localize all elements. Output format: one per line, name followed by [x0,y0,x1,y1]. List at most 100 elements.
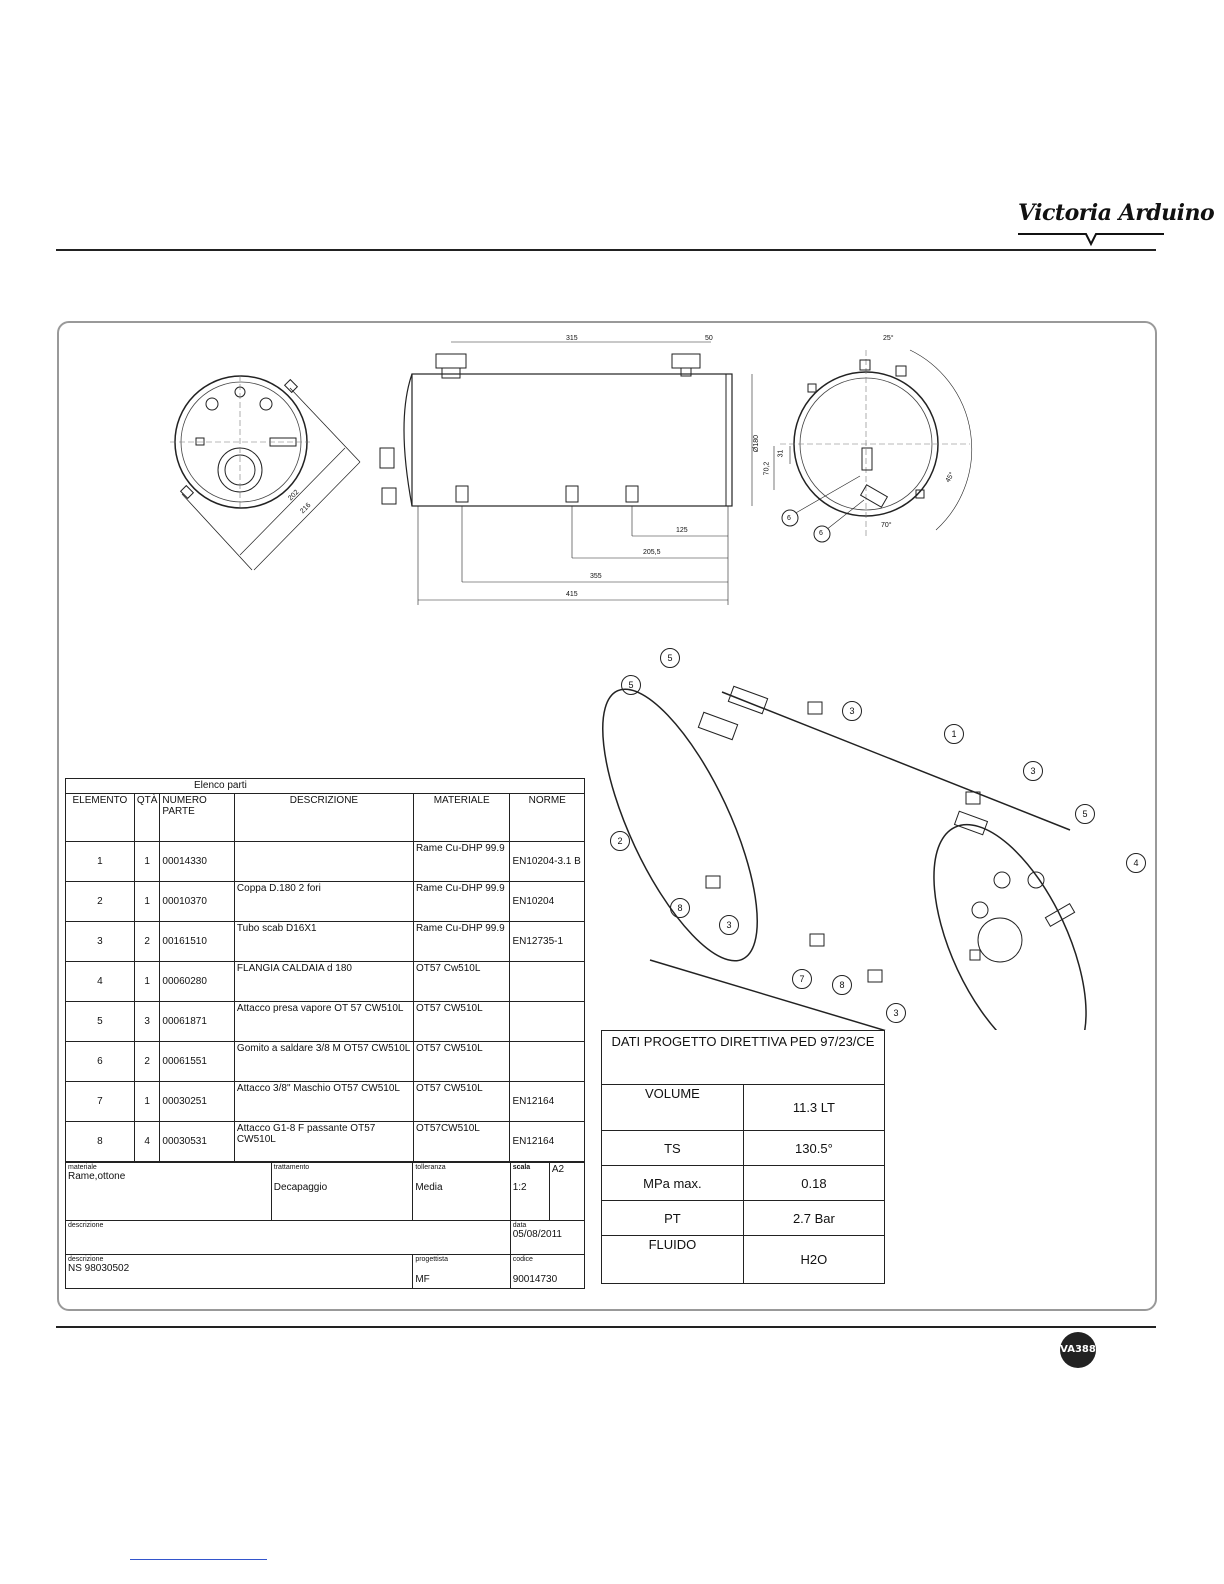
callout-bubble: 8 [832,975,852,995]
label: descrizione [68,1222,104,1229]
isometric-view-drawing [602,685,1087,1030]
callout-bubble: 3 [842,701,862,721]
table-cell [509,961,585,1002]
dim-label: 70,2 [763,461,771,476]
table-cell: 00030531 [159,1121,235,1162]
table-cell: 00060280 [159,961,235,1002]
parts-list-title: Elenco parti [65,778,585,794]
footer-rule [56,1326,1156,1328]
callout-bubble: 4 [1126,853,1146,873]
table-cell: Rame Cu-DHP 99.9 [412,921,511,962]
table-cell: 00030251 [159,1081,235,1122]
header-rule [56,249,1156,251]
table-cell: FLANGIA CALDAIA d 180 [233,961,414,1002]
materiale-value: Rame,ottone [68,1171,126,1182]
table-cell: EN12164 [509,1081,585,1122]
front-view-drawing [170,375,361,571]
label: progettista [415,1256,448,1263]
table-cell [233,841,414,882]
ped-value: 11.3 LT [742,1084,886,1131]
table-cell: 3 [65,921,135,962]
label: scala [512,1164,531,1171]
callout-bubble: 1 [944,724,964,744]
table-cell: 00161510 [159,921,235,962]
ped-label: PT [601,1200,744,1236]
table-cell: 3 [133,1001,161,1042]
table-cell: 00010370 [159,881,235,922]
descrizione2-value: NS 98030502 [68,1263,130,1274]
col-header: NORME [509,793,585,842]
label: codice [512,1256,533,1263]
label: tolleranza [415,1164,446,1171]
link-underline [130,1559,267,1560]
table-cell: 2 [133,1041,161,1082]
table-cell: OT57 CW510L [412,1001,511,1042]
table-cell: Attacco 3/8" Maschio OT57 CW510L [233,1081,414,1122]
va388-badge: VA388 [1060,1332,1096,1368]
ped-table: DATI PROGETTO DIRETTIVA PED 97/23/CE VOL… [601,1030,886,1284]
table-cell: 4 [65,961,135,1002]
label: descrizione [68,1256,104,1263]
label: materiale [68,1164,97,1171]
table-cell: 00061551 [159,1041,235,1082]
end-view-drawing [773,349,973,543]
ped-row: MPa max.0.18 [601,1165,886,1201]
drawing-frame [57,321,1157,1311]
table-cell: OT57 CW510L [412,1041,511,1082]
callout-bubble: 8 [670,898,690,918]
callout-number: 6 [819,530,823,537]
dim-label: 70° [881,522,892,529]
label: data [512,1222,527,1229]
callout-bubble: 5 [1075,804,1095,824]
ped-value: 130.5° [742,1130,886,1166]
callout-bubble: 5 [660,648,680,668]
dim-label: 415 [566,591,578,598]
table-cell: Rame Cu-DHP 99.9 [412,881,511,922]
callout-bubble: 5 [621,675,641,695]
table-cell: 7 [65,1081,135,1122]
dim-label: 355 [590,573,602,580]
dim-label: Ø180 [753,434,761,453]
table-cell: 1 [133,881,161,922]
label: trattamento [273,1164,310,1171]
ped-label: TS [601,1130,744,1166]
callout-bubble: 3 [719,915,739,935]
brand-logo: Victoria Arduino [1018,200,1215,226]
callout-bubble: 3 [886,1003,906,1023]
table-cell: Coppa D.180 2 fori [233,881,414,922]
scala-value: 1:2 [512,1182,527,1193]
ped-label: MPa max. [601,1165,744,1201]
table-cell: 1 [65,841,135,882]
table-cell: 00061871 [159,1001,235,1042]
callout-bubble: 7 [792,969,812,989]
dim-label: 25° [883,335,894,342]
dim-label: 205,5 [643,549,661,556]
col-header: ELEMENTO [65,793,135,842]
dim-label: 125 [676,527,688,534]
ped-value: 0.18 [742,1165,886,1201]
ped-value: H2O [742,1235,886,1284]
table-cell [509,1001,585,1042]
table-cell: 5 [65,1001,135,1042]
tolleranza-value: Media [415,1182,443,1193]
formato-value: A2 [548,1162,586,1221]
table-cell: 4 [133,1121,161,1162]
data-value: 05/08/2011 [512,1229,562,1240]
table-cell: Attacco G1-8 F passante OT57 CW510L [233,1121,414,1162]
col-header: QTÀ [133,793,161,842]
callout-bubble: 2 [610,831,630,851]
ped-value: 2.7 Bar [742,1200,886,1236]
progettista-value: MF [415,1274,430,1285]
table-cell: Rame Cu-DHP 99.9 [412,841,511,882]
table-cell: EN12735-1 [509,921,585,962]
